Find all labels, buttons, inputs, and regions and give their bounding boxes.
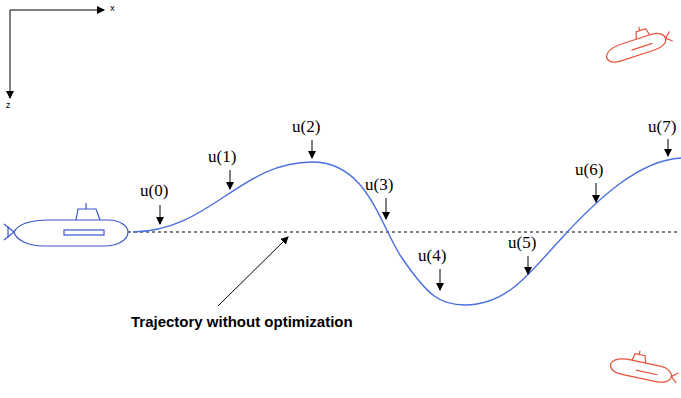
reference-line — [128, 232, 680, 233]
pointer-arrows — [160, 139, 668, 306]
annotation: Trajectory without optimization — [131, 314, 353, 331]
red-submarine — [609, 345, 681, 386]
control-label: u(5) — [508, 234, 536, 253]
blue-submarine — [4, 203, 128, 246]
control-label: u(3) — [365, 176, 393, 195]
control-label: u(6) — [575, 161, 603, 180]
control-label: u(0) — [140, 182, 168, 201]
control-label: u(2) — [292, 118, 320, 137]
axis-label: x — [110, 5, 115, 14]
control-label: u(4) — [418, 247, 446, 266]
control-label: u(1) — [208, 148, 236, 167]
trajectory-curve — [133, 158, 681, 305]
control-label: u(7) — [648, 118, 676, 137]
axes — [10, 10, 104, 98]
red-submarine — [601, 18, 674, 65]
axis-label: z — [6, 102, 10, 111]
